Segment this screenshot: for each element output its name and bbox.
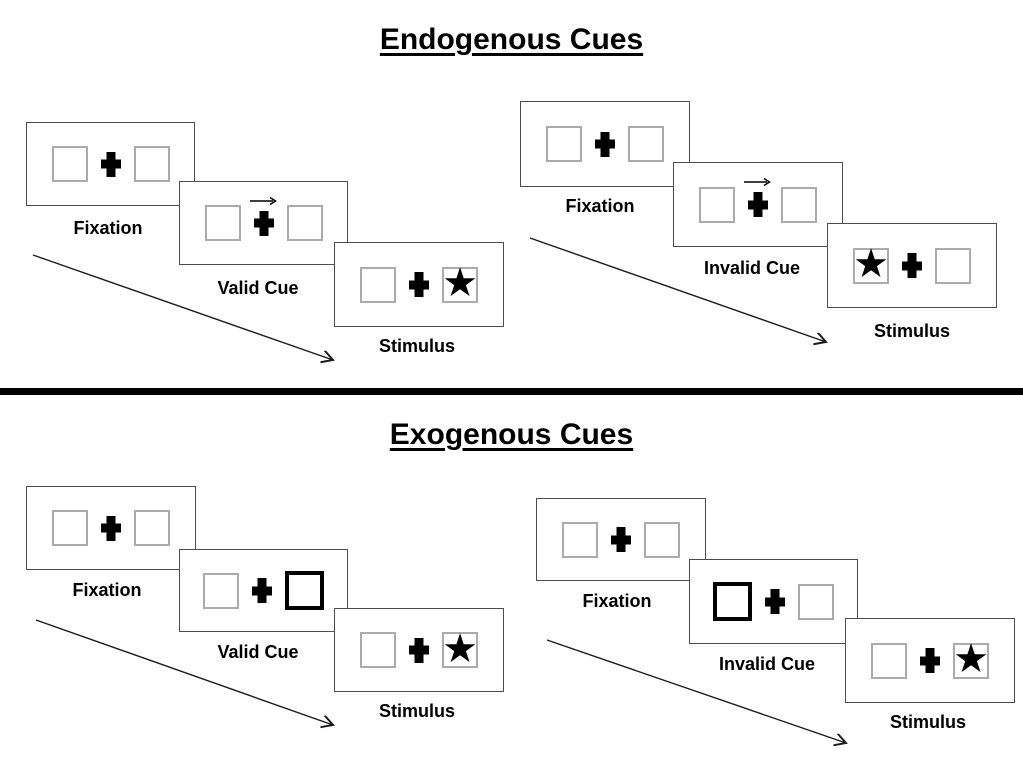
left-placeholder-square bbox=[203, 572, 239, 609]
fixation-cross-icon bbox=[252, 578, 272, 603]
valid-cue-panel bbox=[179, 549, 348, 632]
panel-label: Stimulus bbox=[873, 321, 951, 341]
timeline-arrow bbox=[35, 619, 343, 735]
left-placeholder-square bbox=[546, 126, 582, 162]
invalid-cue-panel bbox=[689, 559, 858, 644]
panel-label: Invalid Cue bbox=[718, 654, 816, 674]
fixation-panel bbox=[520, 101, 690, 187]
panel-label: Invalid Cue bbox=[703, 258, 801, 278]
panel-label: Fixation bbox=[72, 580, 142, 600]
fixation-cross-icon bbox=[920, 648, 940, 673]
fixation-cross-icon bbox=[101, 516, 121, 541]
panel-label: Valid Cue bbox=[217, 642, 299, 662]
right-target-square: ★ bbox=[442, 625, 478, 672]
stimulus-panel: ★ bbox=[827, 223, 997, 308]
fixation-cross-icon bbox=[748, 192, 768, 217]
cue-arrow-icon bbox=[744, 177, 771, 187]
exogenous-section-title: Exogenous Cues bbox=[389, 418, 634, 451]
fixation-cross-icon bbox=[765, 589, 785, 614]
left-placeholder-square bbox=[204, 205, 241, 241]
left-bold-cue-square bbox=[713, 582, 752, 621]
panel-label: Fixation bbox=[73, 218, 143, 238]
left-target-square: ★ bbox=[853, 241, 889, 287]
target-star-icon: ★ bbox=[442, 625, 478, 672]
right-placeholder-square bbox=[781, 186, 817, 223]
stimulus-panel: ★ bbox=[845, 618, 1015, 703]
panel-label: Valid Cue bbox=[217, 278, 299, 298]
panel-label: Fixation bbox=[565, 196, 635, 216]
section-divider bbox=[0, 388, 1023, 395]
invalid-cue-panel bbox=[673, 162, 843, 247]
right-placeholder-square bbox=[644, 521, 680, 558]
fixation-panel bbox=[536, 498, 706, 581]
fixation-cross-icon bbox=[409, 638, 429, 663]
fixation-cross-icon bbox=[409, 272, 429, 297]
target-star-icon: ★ bbox=[853, 241, 889, 287]
left-placeholder-square bbox=[51, 146, 88, 182]
fixation-cross-icon bbox=[254, 211, 274, 236]
fixation-cross-icon bbox=[101, 152, 121, 177]
right-placeholder-square bbox=[935, 247, 971, 284]
timeline-arrow bbox=[546, 639, 856, 753]
right-placeholder-square bbox=[133, 146, 170, 182]
fixation-panel bbox=[26, 122, 195, 206]
fixation-panel bbox=[26, 486, 196, 570]
left-placeholder-square bbox=[699, 186, 735, 223]
left-placeholder-square bbox=[52, 510, 88, 546]
right-placeholder-square bbox=[286, 205, 323, 241]
target-star-icon: ★ bbox=[442, 260, 478, 306]
right-bold-cue-square bbox=[285, 571, 324, 610]
left-placeholder-square bbox=[562, 521, 598, 558]
panel-label: Fixation bbox=[582, 591, 652, 611]
right-placeholder-square bbox=[628, 126, 664, 162]
fixation-cross-icon bbox=[595, 132, 615, 157]
cue-arrow-icon bbox=[249, 196, 277, 205]
right-placeholder-square bbox=[134, 510, 170, 546]
fixation-cross-icon bbox=[902, 253, 922, 278]
timeline-arrow bbox=[529, 237, 836, 352]
right-placeholder-square bbox=[798, 583, 834, 620]
panel-label: Stimulus bbox=[378, 701, 456, 721]
panel-label: Stimulus bbox=[889, 712, 967, 732]
left-placeholder-square bbox=[360, 266, 396, 303]
stimulus-panel: ★ bbox=[334, 608, 504, 692]
fixation-cross-icon bbox=[611, 527, 631, 552]
endogenous-section-title: Endogenous Cues bbox=[379, 23, 644, 56]
right-target-square: ★ bbox=[442, 260, 478, 306]
stimulus-panel: ★ bbox=[334, 242, 504, 327]
panel-label: Stimulus bbox=[378, 336, 456, 356]
timeline-arrow bbox=[32, 254, 343, 370]
valid-cue-panel bbox=[179, 181, 348, 265]
target-star-icon: ★ bbox=[953, 636, 989, 682]
left-placeholder-square bbox=[871, 642, 907, 679]
right-target-square: ★ bbox=[953, 636, 989, 682]
left-placeholder-square bbox=[360, 632, 396, 668]
